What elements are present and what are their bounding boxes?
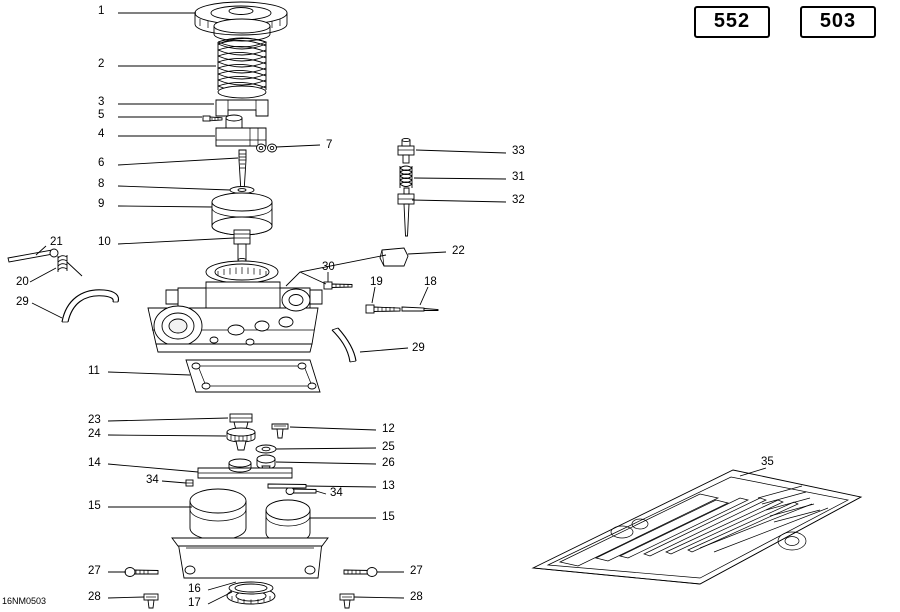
callout-15-right: 15 [382,511,395,523]
callout-7: 7 [326,139,333,151]
part-9-slide-valve [211,192,273,236]
callout-26: 26 [382,457,395,469]
part-20-spring [57,255,83,277]
part-26-needle-valve [256,454,276,475]
part-5-screw [202,115,223,122]
part-21-cable-end [7,248,59,263]
callout-29-right: 29 [412,342,425,354]
part-19-pilot-screw [365,304,401,314]
callout-1: 1 [98,5,105,17]
callout-27-right: 27 [410,565,423,577]
callout-32: 32 [512,194,525,206]
callout-23: 23 [88,414,101,426]
part-22-cap [379,247,409,267]
model-badge-552: 552 [694,6,770,38]
part-4-needle-holder [215,114,267,147]
part-2-spring [217,37,268,99]
part-11-gasket [185,359,321,393]
callout-19: 19 [370,276,383,288]
callout-13: 13 [382,480,395,492]
part-29-hose-left [61,289,120,323]
part-18-needle [401,306,439,312]
callout-6: 6 [98,157,105,169]
part-main-carb-body [147,260,323,353]
part-28-screw-right [339,593,355,609]
callout-33: 33 [512,145,525,157]
part-12-screw [271,423,289,439]
part-14-float-arm [197,458,293,479]
callout-24: 24 [88,428,101,440]
part-34-pin-right [285,487,317,495]
part-31-spring [399,165,413,188]
callout-29-left: 29 [16,296,29,308]
callout-14: 14 [88,457,101,469]
part-27-screw-left [124,567,159,577]
part-24-jet-holder [226,427,256,451]
callout-8: 8 [98,178,105,190]
diagram-code: 16NM0503 [2,596,47,606]
part-23-main-jet [229,413,253,431]
callout-35: 35 [761,456,774,468]
callout-3: 3 [98,96,105,108]
callout-4: 4 [98,128,105,140]
part-30-jet [323,281,353,290]
callout-25: 25 [382,441,395,453]
part-6-jet-needle [238,149,247,201]
callout-28-left: 28 [88,591,101,603]
callout-2: 2 [98,58,105,70]
callout-16: 16 [188,583,201,595]
callout-9: 9 [98,198,105,210]
leader-lines [29,12,767,605]
model-badge-503: 503 [800,6,876,38]
part-3-slide-plate [215,99,269,117]
callout-22: 22 [452,245,465,257]
part-1-cap [194,1,288,42]
part-17-bowl-gasket [228,581,274,595]
part-28-screw-left [143,593,159,609]
part-33-adjuster-screw [397,137,415,164]
part-34-pin-left [185,479,194,487]
part-7-clip [256,143,277,153]
part-25-seat [255,444,277,454]
callout-28-right: 28 [410,591,423,603]
callout-27-left: 27 [88,565,101,577]
callout-10: 10 [98,236,111,248]
callout-21: 21 [50,236,63,248]
callout-18: 18 [424,276,437,288]
part-29-hose-right [331,327,357,363]
callout-31: 31 [512,171,525,183]
callout-34-left: 34 [146,474,159,486]
part-10-needle-jet [233,229,251,263]
callout-30: 30 [322,261,335,273]
callout-15-left: 15 [88,500,101,512]
part-8-washer [229,186,255,194]
part-32-needle [397,187,415,237]
callout-11: 11 [88,365,100,377]
part-15-floats [189,488,311,544]
callout-34-right: 34 [330,487,343,499]
callout-20: 20 [16,276,29,288]
part-35-tool-kit [531,469,863,585]
callout-17: 17 [188,597,201,609]
callout-5: 5 [98,109,105,121]
part-13-float-pin [267,483,307,489]
callout-12: 12 [382,423,395,435]
part-27-screw-right [343,567,378,577]
